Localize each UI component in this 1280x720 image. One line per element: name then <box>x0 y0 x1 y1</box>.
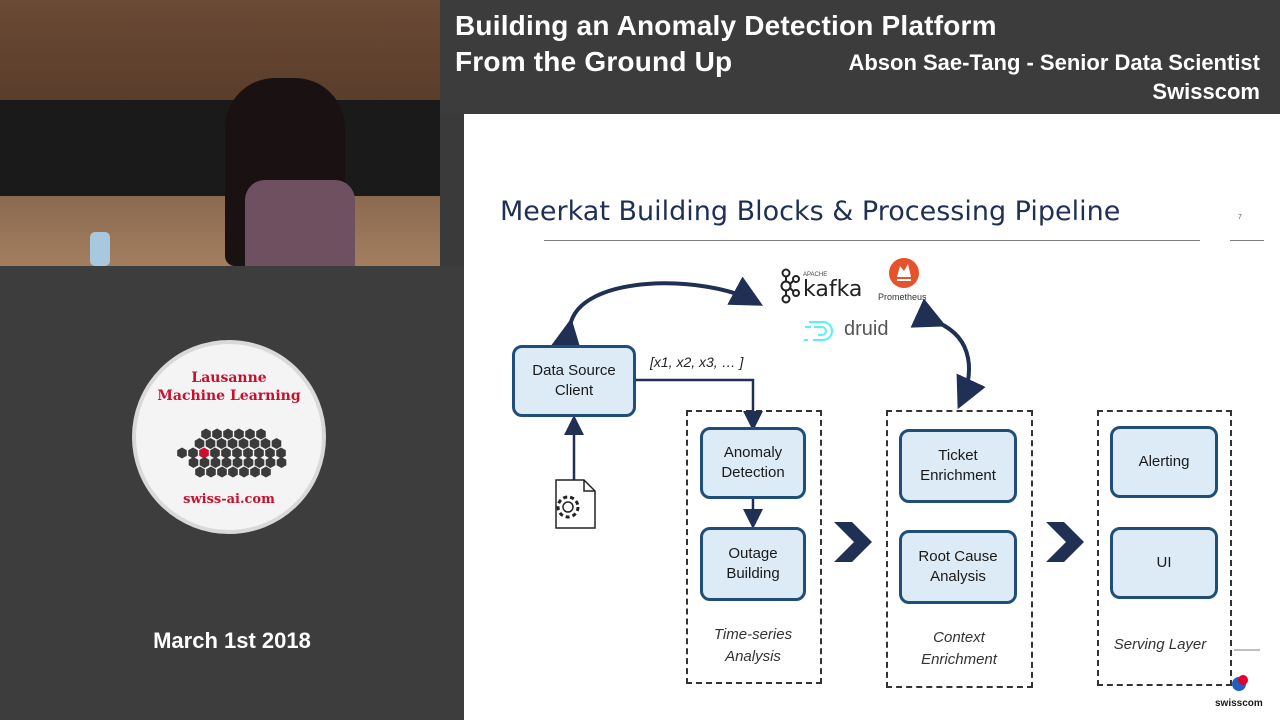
hex-cell <box>254 447 264 459</box>
speaker-company: Swisscom <box>1152 79 1260 104</box>
data-vector-label: [x1, x2, x3, … ] <box>650 354 744 370</box>
hex-cell <box>276 447 286 459</box>
druid-icon <box>804 321 833 341</box>
hex-cell <box>245 428 255 440</box>
ticket-enrichment-box: Ticket Enrichment <box>899 429 1017 503</box>
blackboard <box>0 100 440 196</box>
config-file-icon <box>555 479 596 529</box>
event-date: March 1st 2018 <box>153 628 311 653</box>
context-caption: Context Enrichment <box>921 629 997 668</box>
hex-cell <box>265 447 275 459</box>
slide-title: Meerkat Building Blocks & Processing Pip… <box>500 196 1121 227</box>
page-number: 7 <box>1238 214 1242 221</box>
hex-cell <box>271 438 282 449</box>
water-bottle <box>90 232 110 266</box>
tech-logos <box>780 258 919 341</box>
hex-cell <box>188 457 199 468</box>
title-rule-right <box>1230 240 1264 241</box>
hex-cell <box>232 447 242 459</box>
context-group <box>886 410 1033 688</box>
header-bar: Building an Anomaly Detection Platform F… <box>440 0 1280 113</box>
ui-box: UI <box>1110 527 1218 599</box>
wall-panel <box>0 0 440 100</box>
prometheus-icon <box>889 258 919 288</box>
hex-cell <box>188 447 198 459</box>
hex-cell <box>234 428 244 440</box>
hex-cell <box>206 466 216 478</box>
logo-line2: Machine Learning <box>157 388 301 404</box>
kafka-source-arrow <box>550 276 764 353</box>
druid-label: druid <box>844 318 889 340</box>
talk-title-line1: Building an Anomaly Detection Platform <box>455 10 997 41</box>
hex-cell <box>221 447 231 459</box>
hex-cell <box>210 447 220 459</box>
time-series-caption: Time-series Analysis <box>713 626 793 665</box>
hex-cell <box>201 428 211 440</box>
alerting-box: Alerting <box>1110 426 1218 498</box>
chevron-2 <box>1046 522 1084 562</box>
speaker-name: Abson Sae-Tang - Senior Data Scientist <box>848 50 1260 75</box>
hex-cell <box>243 447 253 459</box>
hex-cell <box>238 438 249 449</box>
hex-cell <box>195 466 205 478</box>
hex-cell <box>227 438 238 449</box>
speaker-sweater <box>245 180 355 266</box>
hex-cell <box>210 457 221 468</box>
serving-caption: Serving Layer <box>1113 636 1207 653</box>
lml-logo: Lausanne Machine Learning swiss-ai.com <box>132 340 326 534</box>
hex-cell <box>199 447 209 459</box>
druid-context-arrow <box>910 298 986 410</box>
hex-cell <box>199 457 210 468</box>
hex-cell <box>177 447 187 459</box>
anomaly-detection-box: Anomaly Detection <box>700 427 806 499</box>
hex-cell <box>232 457 243 468</box>
wood-wall <box>0 196 440 266</box>
hexagon-map-icon <box>177 428 287 478</box>
outage-building-box: Outage Building <box>700 527 806 601</box>
hex-cell <box>239 466 249 478</box>
hex-cell <box>194 438 205 449</box>
hex-cell <box>217 466 227 478</box>
source-to-anomaly-arrow <box>634 378 763 431</box>
hex-cell <box>254 457 265 468</box>
title-rule <box>544 240 1200 241</box>
hex-cell <box>265 457 276 468</box>
swisscom-footer-label: swisscom <box>1215 698 1263 709</box>
kafka-icon <box>780 268 800 304</box>
kafka-apache-label: APACHE <box>803 272 828 278</box>
hex-cell <box>250 466 260 478</box>
hex-cell <box>205 438 216 449</box>
hex-cell <box>243 457 254 468</box>
hex-cell <box>212 428 222 440</box>
hex-cell <box>223 428 233 440</box>
prometheus-label: Prometheus <box>878 292 927 302</box>
data-source-client-box: Data Source Client <box>512 345 636 417</box>
hex-cell <box>260 438 271 449</box>
swisscom-logo-icon <box>1232 649 1260 691</box>
hex-cell <box>249 438 260 449</box>
logo-line1: Lausanne <box>191 370 267 386</box>
logo-url: swiss-ai.com <box>183 492 275 507</box>
hex-cell <box>228 466 238 478</box>
hex-cell <box>221 457 232 468</box>
hex-cell <box>256 428 266 440</box>
hex-cell <box>261 466 271 478</box>
slide: Meerkat Building Blocks & Processing Pip… <box>464 114 1280 720</box>
talk-title-line2: From the Ground Up <box>455 46 733 77</box>
chevron-1 <box>834 522 872 562</box>
hex-cell <box>216 438 227 449</box>
speaker-video <box>0 0 440 266</box>
diagram-connectors <box>550 276 1084 562</box>
root-cause-analysis-box: Root Cause Analysis <box>899 530 1017 604</box>
kafka-label: kafka <box>803 277 863 302</box>
hex-cell <box>276 457 287 468</box>
serving-group <box>1097 410 1232 686</box>
